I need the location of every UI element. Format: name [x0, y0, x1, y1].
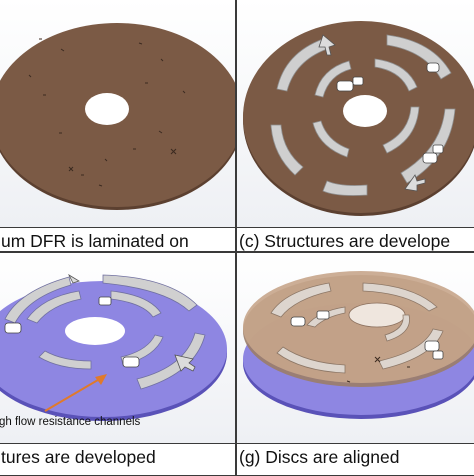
channel-structures [4, 296, 140, 368]
center-hole [85, 93, 129, 125]
blue-disc-illustration [0, 253, 235, 443]
panel-top-right: (c) Structures are develope [236, 0, 474, 252]
ring-slots [4, 274, 206, 390]
caption-top-left: um DFR is laminated on [0, 227, 235, 251]
annotation-label: gh flow resistance channels [0, 416, 141, 428]
arrow-markers [68, 273, 196, 372]
tan-disc [243, 271, 474, 383]
center-hole [348, 302, 406, 328]
panel-top-left: um DFR is laminated on [0, 0, 236, 252]
annotation-arrowhead [95, 374, 107, 385]
aligned-discs-illustration [237, 253, 474, 443]
alignment-marks [28, 38, 186, 187]
caption-top-right: (c) Structures are develope [237, 227, 474, 251]
panel-bottom-left: gh flow resistance channels tures are de… [0, 252, 236, 476]
center-hole [343, 95, 387, 127]
ring-slots [270, 282, 444, 374]
channel-structures [290, 310, 444, 360]
center-hole [65, 317, 125, 345]
arrow-markers [318, 34, 426, 192]
panel-bottom-right: (g) Discs are aligned [236, 252, 474, 476]
blue-disc [0, 281, 227, 417]
channel-structures [336, 62, 444, 164]
caption-bottom-left: tures are developed [0, 443, 235, 469]
disc-laminated-illustration [0, 0, 235, 227]
inner-ring-slots [312, 58, 420, 158]
alignment-marks [346, 356, 410, 383]
caption-bottom-right: (g) Discs are aligned [237, 443, 474, 469]
annotation-arrow [44, 376, 104, 412]
disc-developed-illustration [237, 0, 474, 227]
